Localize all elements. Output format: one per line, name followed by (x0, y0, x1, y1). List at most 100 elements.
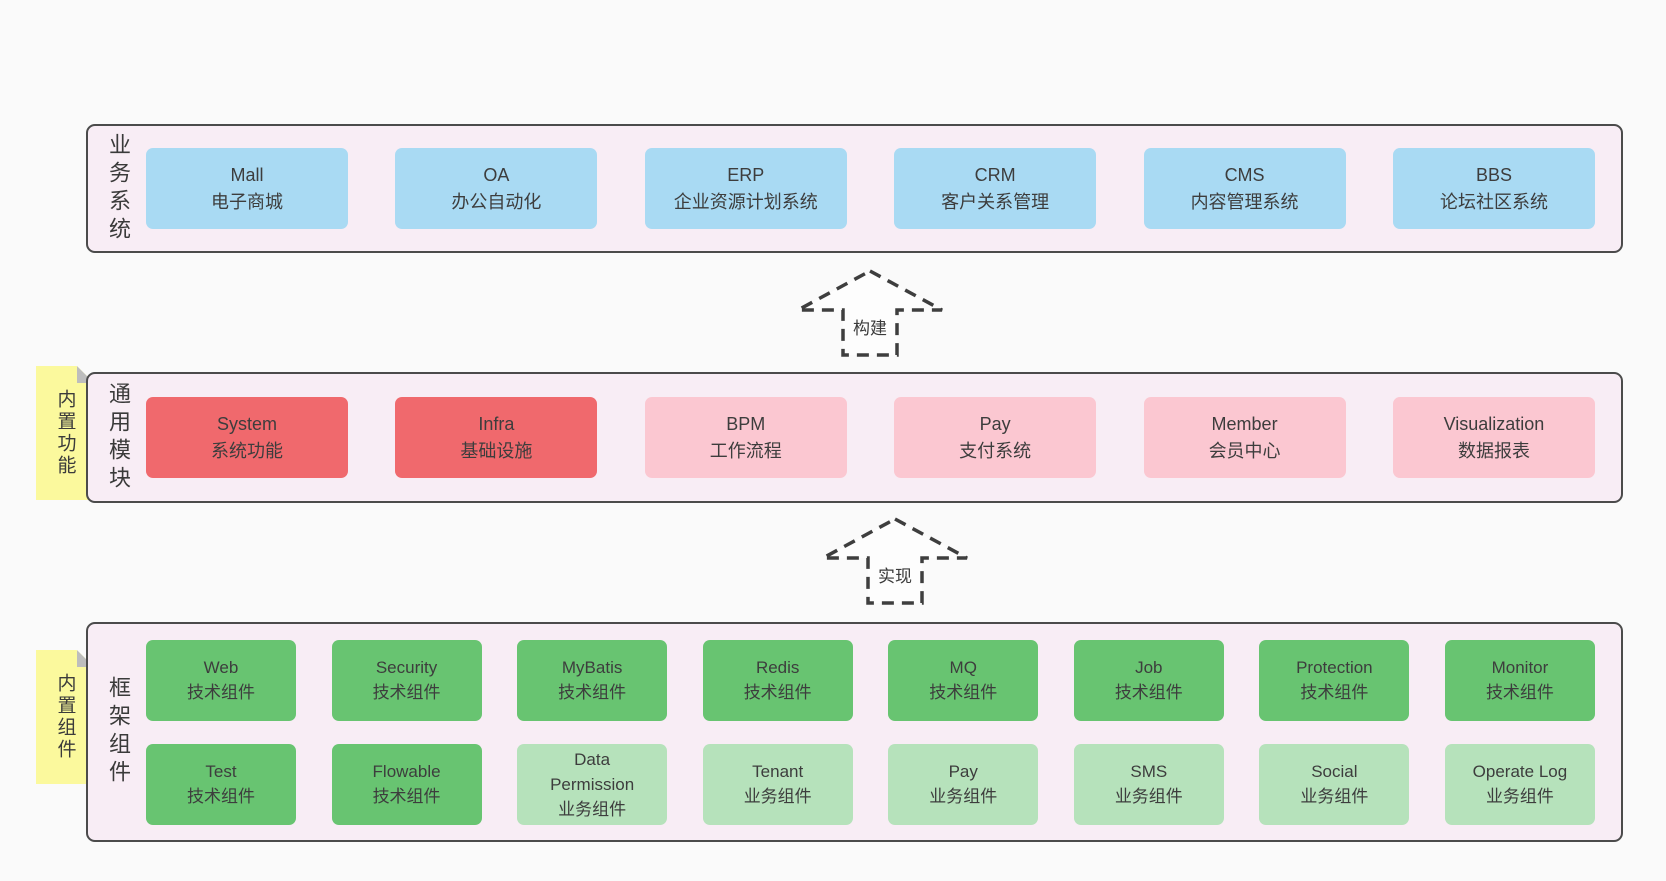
module-desc: 技术组件 (558, 683, 627, 702)
module-name: OA (483, 164, 510, 185)
module-box-monitor: Monitor 技术组件 (1444, 639, 1595, 721)
module-desc: 数据报表 (1457, 440, 1530, 461)
arrow-build: 构建 (795, 268, 945, 358)
arrow-implement: 实现 (820, 516, 970, 606)
module-box-crm: CRM 客户关系管理 (894, 148, 1097, 229)
module-name: BPM (726, 413, 766, 434)
module-name: Operate Log (1472, 762, 1568, 781)
module-desc: 技术组件 (187, 787, 255, 806)
module-box-oa: OA 办公自动化 (395, 148, 598, 229)
module-desc: 业务组件 (929, 787, 998, 806)
arrow-label: 实现 (876, 562, 914, 587)
module-name: Social (1311, 762, 1358, 781)
module-desc: 客户关系管理 (941, 191, 1050, 212)
band-side-label: 业务系统 (106, 132, 131, 245)
module-box-security: Security 技术组件 (331, 639, 482, 721)
module-box-infra: Infra 基础设施 (395, 397, 598, 478)
module-box-tenant: Tenant 业务组件 (702, 743, 853, 825)
module-name: Web (203, 658, 239, 677)
sticky-note-built-in-features: 内置功能 (36, 366, 94, 500)
module-box-member: Member 会员中心 (1143, 397, 1346, 478)
module-name: ERP (727, 164, 765, 185)
module-desc: 业务组件 (1485, 787, 1554, 806)
module-name: Redis (755, 658, 800, 677)
module-desc: 电子商城 (211, 191, 283, 212)
module-box-web: Web 技术组件 (146, 639, 296, 721)
module-box-pay: Pay 业务组件 (888, 743, 1039, 825)
module-box-bbs: BBS 论坛社区系统 (1392, 148, 1595, 229)
module-desc: 业务组件 (1300, 787, 1369, 806)
dashed-up-arrow-icon (797, 269, 943, 357)
module-box-social: Social 业务组件 (1259, 743, 1410, 825)
module-desc: 支付系统 (959, 440, 1032, 461)
module-desc: 业务组件 (1114, 787, 1183, 806)
module-name: Member (1211, 413, 1278, 434)
module-name: Infra (478, 413, 515, 434)
module-desc: 会员中心 (1208, 440, 1281, 461)
module-desc: 论坛社区系统 (1439, 191, 1548, 212)
module-name: Monitor (1491, 658, 1549, 677)
module-name: Flowable (372, 762, 441, 781)
module-name: SMS (1130, 762, 1168, 781)
arrow-label: 构建 (851, 314, 889, 339)
module-desc: 技术组件 (1485, 683, 1554, 702)
module-name: MyBatis (561, 658, 623, 677)
module-name: BBS (1475, 164, 1512, 185)
module-name: MQ (949, 658, 977, 677)
module-box-data-permission: Data Permission 业务组件 (517, 743, 668, 825)
module-name: CRM (974, 164, 1016, 185)
band-side-label: 框架组件 (106, 676, 131, 788)
module-desc: 系统功能 (211, 440, 283, 461)
dashed-up-arrow-icon (822, 517, 968, 605)
module-box-test: Test 技术组件 (146, 743, 296, 825)
sticky-label: 内置功能 (54, 389, 76, 477)
module-box-sms: SMS 业务组件 (1073, 743, 1224, 825)
module-box-protection: Protection 技术组件 (1259, 639, 1410, 721)
module-box-operate-log: Operate Log 业务组件 (1444, 743, 1595, 825)
module-box-redis: Redis 技术组件 (702, 639, 853, 721)
module-name: Test (205, 762, 237, 781)
module-desc: 办公自动化 (451, 191, 542, 212)
module-name: Tenant (752, 762, 804, 781)
module-box-mq: MQ 技术组件 (888, 639, 1039, 721)
module-desc: 技术组件 (1300, 683, 1369, 702)
module-desc: 技术组件 (1114, 683, 1183, 702)
module-name: CMS (1224, 164, 1265, 185)
module-box-mybatis: MyBatis 技术组件 (517, 639, 668, 721)
module-name: Data Permission (550, 749, 635, 794)
module-name: Visualization (1443, 413, 1545, 434)
module-desc: 技术组件 (372, 787, 441, 806)
module-name: Protection (1296, 658, 1373, 677)
module-name: Pay (948, 762, 978, 781)
module-name: Pay (979, 413, 1011, 434)
sticky-label: 内置组件 (54, 673, 76, 761)
module-name: Job (1135, 658, 1163, 677)
module-box-visualization: Visualization 数据报表 (1392, 397, 1595, 478)
module-desc: 业务组件 (558, 799, 627, 819)
module-name: Security (375, 658, 438, 677)
module-box-pay: Pay 支付系统 (894, 397, 1097, 478)
module-box-flowable: Flowable 技术组件 (331, 743, 482, 825)
module-box-job: Job 技术组件 (1073, 639, 1224, 721)
module-desc: 基础设施 (460, 440, 533, 461)
module-desc: 技术组件 (187, 683, 255, 702)
module-desc: 业务组件 (743, 787, 812, 806)
module-name: System (216, 413, 277, 434)
module-desc: 企业资源计划系统 (673, 191, 818, 212)
module-desc: 技术组件 (743, 683, 812, 702)
module-desc: 技术组件 (372, 683, 441, 702)
module-desc: 技术组件 (929, 683, 998, 702)
